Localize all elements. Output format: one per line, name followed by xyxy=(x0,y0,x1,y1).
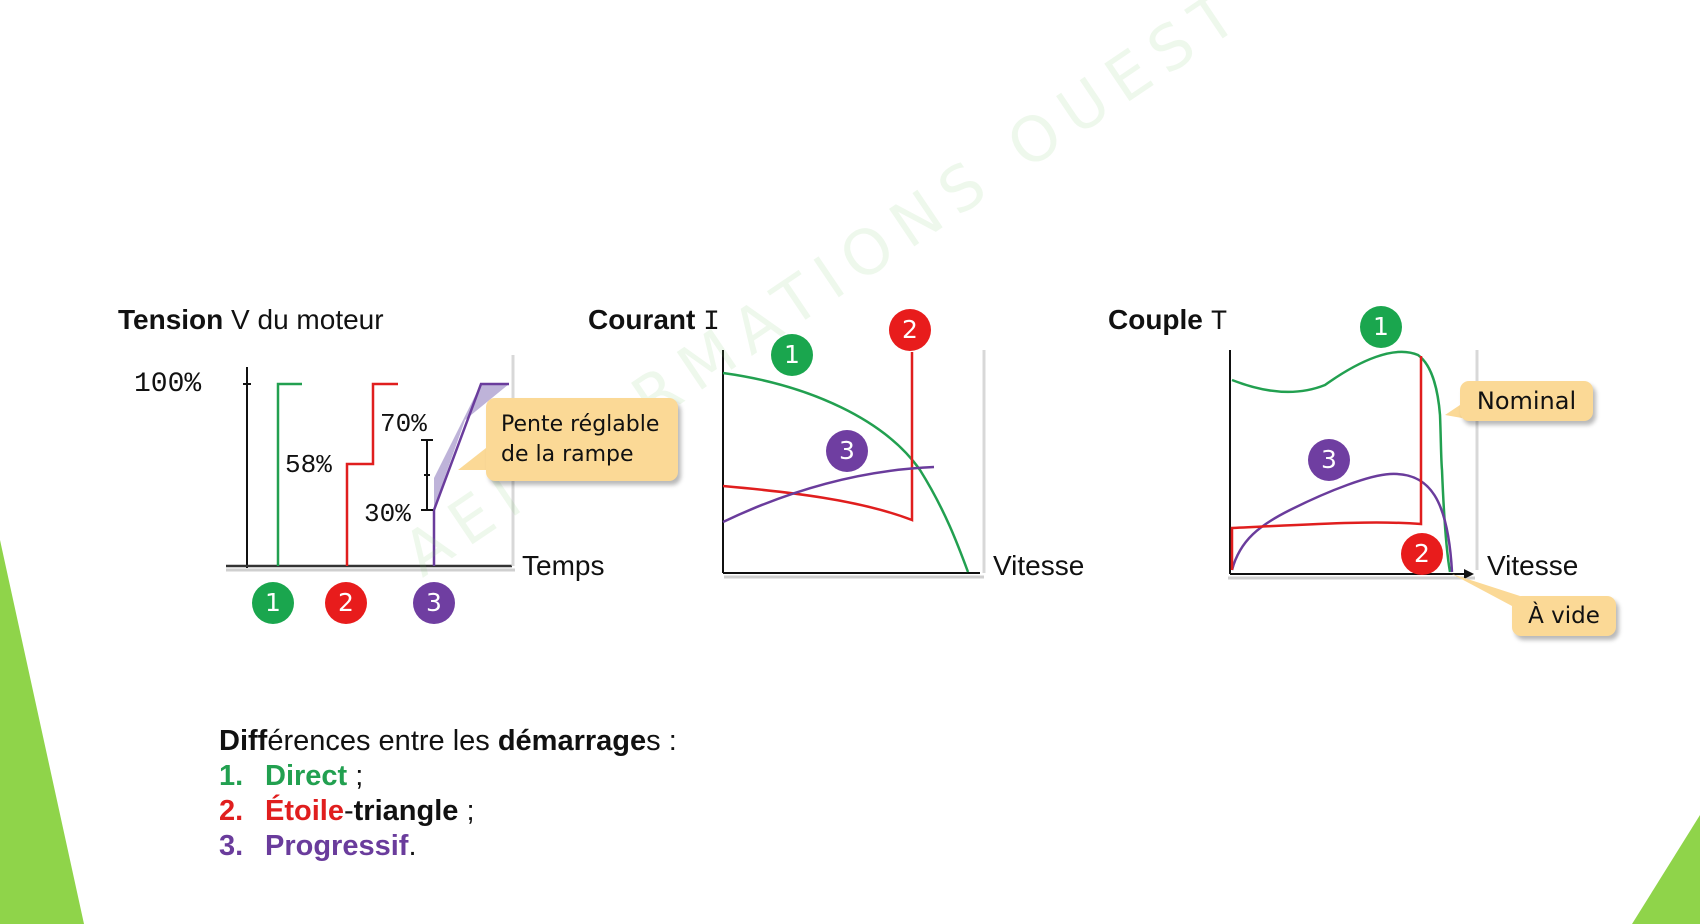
legend-item-progressive-label: Progressif xyxy=(265,830,409,862)
legend-item-direct-suffix: ; xyxy=(347,760,364,792)
nominal-callout: Nominal xyxy=(1460,381,1593,421)
couple-chart xyxy=(1228,350,1520,606)
legend-item-star-delta-num: 2. xyxy=(219,795,244,827)
courant-title: Courant I xyxy=(588,304,720,338)
couple-title: Couple T xyxy=(1108,304,1227,338)
couple-badge-direct: 1 xyxy=(1360,306,1402,348)
ramp-callout-line1: Pente réglable xyxy=(501,412,660,437)
tension-direct-curve xyxy=(276,382,302,566)
couple-direct-curve xyxy=(1231,350,1452,573)
legend-item-direct-num: 1. xyxy=(219,760,244,792)
couple-title-symbol: T xyxy=(1210,307,1228,338)
legend-intro-d: s : xyxy=(646,725,677,757)
tension-star-delta-curve xyxy=(345,382,398,566)
legend-item-star-delta: 2. Étoile-triangle ; xyxy=(219,794,677,829)
legend-intro-b: érences entre les xyxy=(267,725,498,757)
left-accent-triangle xyxy=(0,540,84,924)
tension-title-bold: Tension xyxy=(118,304,224,335)
tension-badge-direct: 1 xyxy=(252,582,294,624)
legend-item-star-delta-label-b: triangle xyxy=(353,795,459,827)
courant-badge-direct: 1 xyxy=(771,334,813,376)
right-accent-triangle xyxy=(1632,815,1700,924)
courant-badge-progressive: 3 xyxy=(826,430,868,472)
couple-title-bold: Couple xyxy=(1108,304,1203,335)
legend-item-star-delta-suffix: ; xyxy=(458,795,475,827)
legend-intro: Différences entre les démarrages : xyxy=(219,724,677,759)
legend-item-star-delta-label: Étoile xyxy=(265,795,344,827)
legend: Différences entre les démarrages : 1. Dir… xyxy=(219,724,677,864)
courant-title-bold: Courant xyxy=(588,304,696,335)
couple-x-arrow xyxy=(1464,569,1474,579)
tension-badge-star-delta: 2 xyxy=(325,582,367,624)
legend-item-progressive-num: 3. xyxy=(219,830,244,862)
ramp-callout-line2: de la rampe xyxy=(501,442,634,467)
tension-title: Tension V du moteur xyxy=(118,304,384,336)
courant-badge-star-delta: 2 xyxy=(889,309,931,351)
tension-chart xyxy=(226,355,515,572)
couple-badge-star-delta: 2 xyxy=(1401,533,1443,575)
courant-star-delta-curve xyxy=(722,352,914,522)
ramp-callout: Pente réglable de la rampe xyxy=(486,398,678,481)
tension-level-70: 70% xyxy=(380,409,427,439)
nominal-callout-pointer xyxy=(1445,405,1462,418)
vide-callout-pointer xyxy=(1452,574,1520,606)
legend-item-star-delta-dash: - xyxy=(343,795,354,827)
ramp-callout-pointer xyxy=(458,448,486,470)
tension-level-58: 58% xyxy=(285,450,332,480)
courant-progressive-curve xyxy=(722,465,935,524)
courant-chart xyxy=(722,350,986,579)
couple-star-delta-curve xyxy=(1230,356,1423,570)
courant-direct-curve xyxy=(722,371,970,573)
courant-x-label: Vitesse xyxy=(993,550,1085,581)
tension-x-label: Temps xyxy=(522,550,605,581)
couple-progressive-curve xyxy=(1230,472,1454,573)
legend-intro-c: démarrage xyxy=(497,725,647,757)
legend-item-progressive: 3. Progressif. xyxy=(219,829,677,864)
couple-x-label: Vitesse xyxy=(1487,550,1579,581)
tension-badge-progressive: 3 xyxy=(413,582,455,624)
courant-title-symbol: I xyxy=(703,307,720,338)
tension-level-30: 30% xyxy=(364,499,411,529)
legend-item-progressive-suffix: . xyxy=(408,830,417,862)
tension-level-100: 100% xyxy=(134,369,202,400)
vide-callout: À vide xyxy=(1512,596,1616,636)
legend-item-direct: 1. Direct ; xyxy=(219,759,677,794)
tension-title-rest: V du moteur xyxy=(223,304,384,335)
legend-intro-a: Diff xyxy=(219,725,268,757)
tension-progressive-curve xyxy=(432,382,509,566)
legend-item-direct-label: Direct xyxy=(265,760,348,792)
couple-badge-progressive: 3 xyxy=(1308,439,1350,481)
